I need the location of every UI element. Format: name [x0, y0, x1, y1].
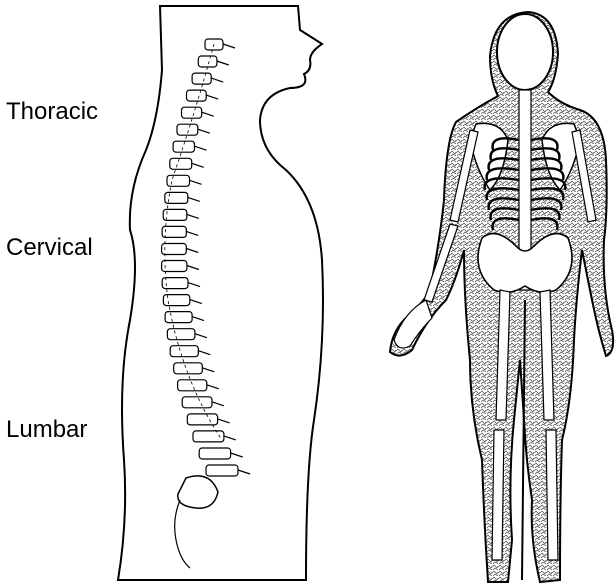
- left-tibia: [492, 430, 504, 560]
- right-tibia: [546, 430, 558, 560]
- skull: [497, 14, 553, 90]
